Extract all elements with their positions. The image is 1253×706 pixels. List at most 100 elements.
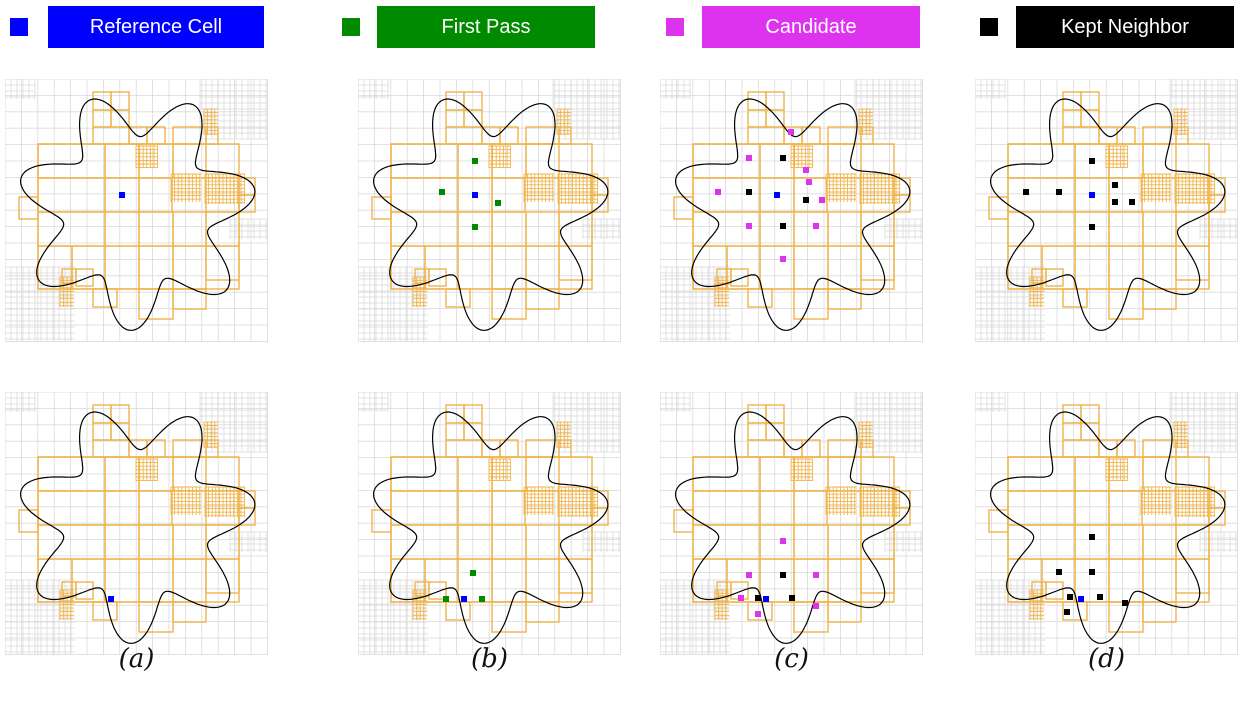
kept-neighbor-marker (1097, 594, 1103, 600)
candidate-cell-marker (746, 155, 752, 161)
background-grid (5, 392, 268, 655)
legend-label-first-pass: First Pass (377, 6, 595, 48)
reference-cell-marker (461, 596, 467, 602)
quadtree-figure-c-bottom (660, 392, 923, 655)
quadtree-figure-a-top (5, 79, 268, 342)
reference-cell-marker (763, 596, 769, 602)
boundary-curve (19, 411, 256, 644)
first-pass-marker (443, 596, 449, 602)
legend-swatch-candidate (666, 18, 684, 36)
candidate-cell-marker (746, 572, 752, 578)
panel-d-top (975, 79, 1238, 342)
panel-c-bottom (660, 392, 923, 655)
reference-cell-marker (774, 192, 780, 198)
kept-neighbor-marker (780, 572, 786, 578)
quadtree-figure-c-top (660, 79, 923, 342)
quadtree-cells (673, 404, 911, 633)
quadtree-cells (371, 91, 609, 320)
kept-neighbor-marker (1064, 609, 1070, 615)
candidate-cell-marker (755, 611, 761, 617)
first-pass-marker (472, 224, 478, 230)
candidate-cell-marker (803, 167, 809, 173)
first-pass-marker (479, 596, 485, 602)
candidate-cell-marker (813, 223, 819, 229)
kept-neighbor-marker (1089, 534, 1095, 540)
first-pass-marker (472, 158, 478, 164)
caption-b: (b) (471, 644, 508, 674)
kept-neighbor-marker (1122, 600, 1128, 606)
legend-label-kept: Kept Neighbor (1016, 6, 1234, 48)
quadtree-cells (988, 91, 1226, 320)
first-pass-marker (470, 570, 476, 576)
kept-neighbor-marker (1023, 189, 1029, 195)
candidate-cell-marker (780, 538, 786, 544)
caption-c: (c) (774, 644, 809, 674)
quadtree-cells (18, 91, 256, 320)
caption-a: (a) (118, 644, 155, 674)
background-grid (975, 79, 1238, 342)
kept-neighbor-marker (1089, 224, 1095, 230)
quadtree-figure-b-bottom (358, 392, 621, 655)
boundary-curve (674, 98, 911, 331)
candidate-cell-marker (813, 572, 819, 578)
candidate-cell-marker (813, 603, 819, 609)
panel-a-top (5, 79, 268, 342)
reference-cell-marker (472, 192, 478, 198)
kept-neighbor-marker (755, 595, 761, 601)
reference-cell-marker (1089, 192, 1095, 198)
kept-neighbor-marker (1089, 569, 1095, 575)
background-grid (358, 392, 621, 655)
legend-label-candidate: Candidate (702, 6, 920, 48)
background-grid (358, 79, 621, 342)
panel-c-top (660, 79, 923, 342)
caption-d: (d) (1088, 644, 1125, 674)
kept-neighbor-marker (1112, 199, 1118, 205)
kept-neighbor-marker (1067, 594, 1073, 600)
quadtree-figure-d-bottom (975, 392, 1238, 655)
reference-cell-marker (108, 596, 114, 602)
kept-neighbor-marker (1056, 569, 1062, 575)
quadtree-figure-a-bottom (5, 392, 268, 655)
reference-cell-marker (119, 192, 125, 198)
quadtree-figure-d-top (975, 79, 1238, 342)
first-pass-marker (495, 200, 501, 206)
legend-swatch-reference (10, 18, 28, 36)
boundary-curve (989, 411, 1226, 644)
candidate-cell-marker (806, 179, 812, 185)
panel-b-bottom (358, 392, 621, 655)
boundary-curve (989, 98, 1226, 331)
panel-b-top (358, 79, 621, 342)
kept-neighbor-marker (780, 155, 786, 161)
candidate-cell-marker (819, 197, 825, 203)
legend-swatch-kept (980, 18, 998, 36)
kept-neighbor-marker (1056, 189, 1062, 195)
panel-d-bottom (975, 392, 1238, 655)
background-grid (975, 392, 1238, 655)
background-grid (5, 79, 268, 342)
kept-neighbor-marker (789, 595, 795, 601)
panel-a-bottom (5, 392, 268, 655)
candidate-cell-marker (746, 223, 752, 229)
quadtree-cells (18, 404, 256, 633)
kept-neighbor-marker (746, 189, 752, 195)
candidate-cell-marker (738, 595, 744, 601)
kept-neighbor-marker (1089, 158, 1095, 164)
candidate-cell-marker (715, 189, 721, 195)
background-grid (660, 79, 923, 342)
boundary-curve (372, 411, 609, 644)
quadtree-cells (988, 404, 1226, 633)
kept-neighbor-marker (1129, 199, 1135, 205)
legend-label-reference: Reference Cell (48, 6, 264, 48)
kept-neighbor-marker (803, 197, 809, 203)
quadtree-cells (371, 404, 609, 633)
legend-swatch-first-pass (342, 18, 360, 36)
candidate-cell-marker (780, 256, 786, 262)
quadtree-figure-b-top (358, 79, 621, 342)
boundary-curve (674, 411, 911, 644)
first-pass-marker (439, 189, 445, 195)
candidate-cell-marker (788, 129, 794, 135)
background-grid (660, 392, 923, 655)
kept-neighbor-marker (780, 223, 786, 229)
boundary-curve (19, 98, 256, 331)
kept-neighbor-marker (1112, 182, 1118, 188)
